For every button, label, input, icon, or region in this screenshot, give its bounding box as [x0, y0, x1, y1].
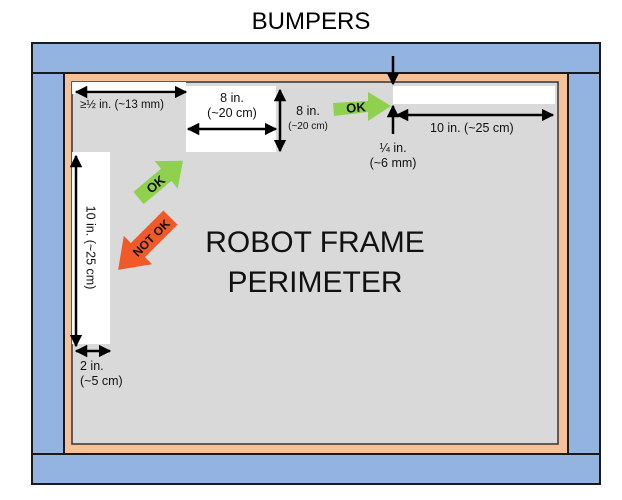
label-side-depth: 2 in. (~5 cm): [80, 359, 123, 389]
label-notch-width: 8 in. (~20 cm): [196, 91, 268, 121]
perimeter-label-line1: ROBOT FRAME: [205, 226, 425, 259]
label-side-span: 10 in. (~25 cm): [83, 205, 98, 290]
top-right-gap: [393, 86, 555, 104]
label-side-depth-2: (~5 cm): [80, 374, 123, 388]
label-side-depth-1: 2 in.: [80, 359, 104, 373]
label-notch-depth-2: (~20 cm): [288, 121, 328, 132]
perimeter-label: ROBOT FRAME PERIMETER: [180, 223, 450, 303]
label-quarter-1: ¼ in.: [379, 141, 407, 155]
perimeter-label-line2: PERIMETER: [227, 266, 403, 299]
label-quarter-2: (~6 mm): [369, 156, 417, 170]
label-top-span: 10 in. (~25 cm): [430, 121, 514, 135]
label-notch-depth: 8 in. (~20 cm): [282, 104, 334, 134]
label-quarter: ¼ in. (~6 mm): [360, 141, 426, 171]
ok-arrow-top-label: OK: [346, 99, 367, 116]
ok-arrow-top: OK: [333, 92, 391, 121]
diagram-title: BUMPERS: [251, 8, 371, 35]
bumper-top-segment: [31, 42, 601, 74]
bumper-left-segment: [31, 72, 65, 455]
label-notch-width-2: (~20 cm): [207, 106, 257, 120]
bumper-right-segment: [567, 72, 601, 455]
label-gap-min: ≥½ in. (~13 mm): [80, 99, 164, 111]
robot-frame-perimeter: [71, 81, 559, 445]
bumper-bottom-segment: [31, 453, 601, 485]
label-notch-depth-1: 8 in.: [296, 104, 320, 118]
label-notch-width-1: 8 in.: [220, 91, 244, 105]
notch-region: [186, 86, 276, 152]
